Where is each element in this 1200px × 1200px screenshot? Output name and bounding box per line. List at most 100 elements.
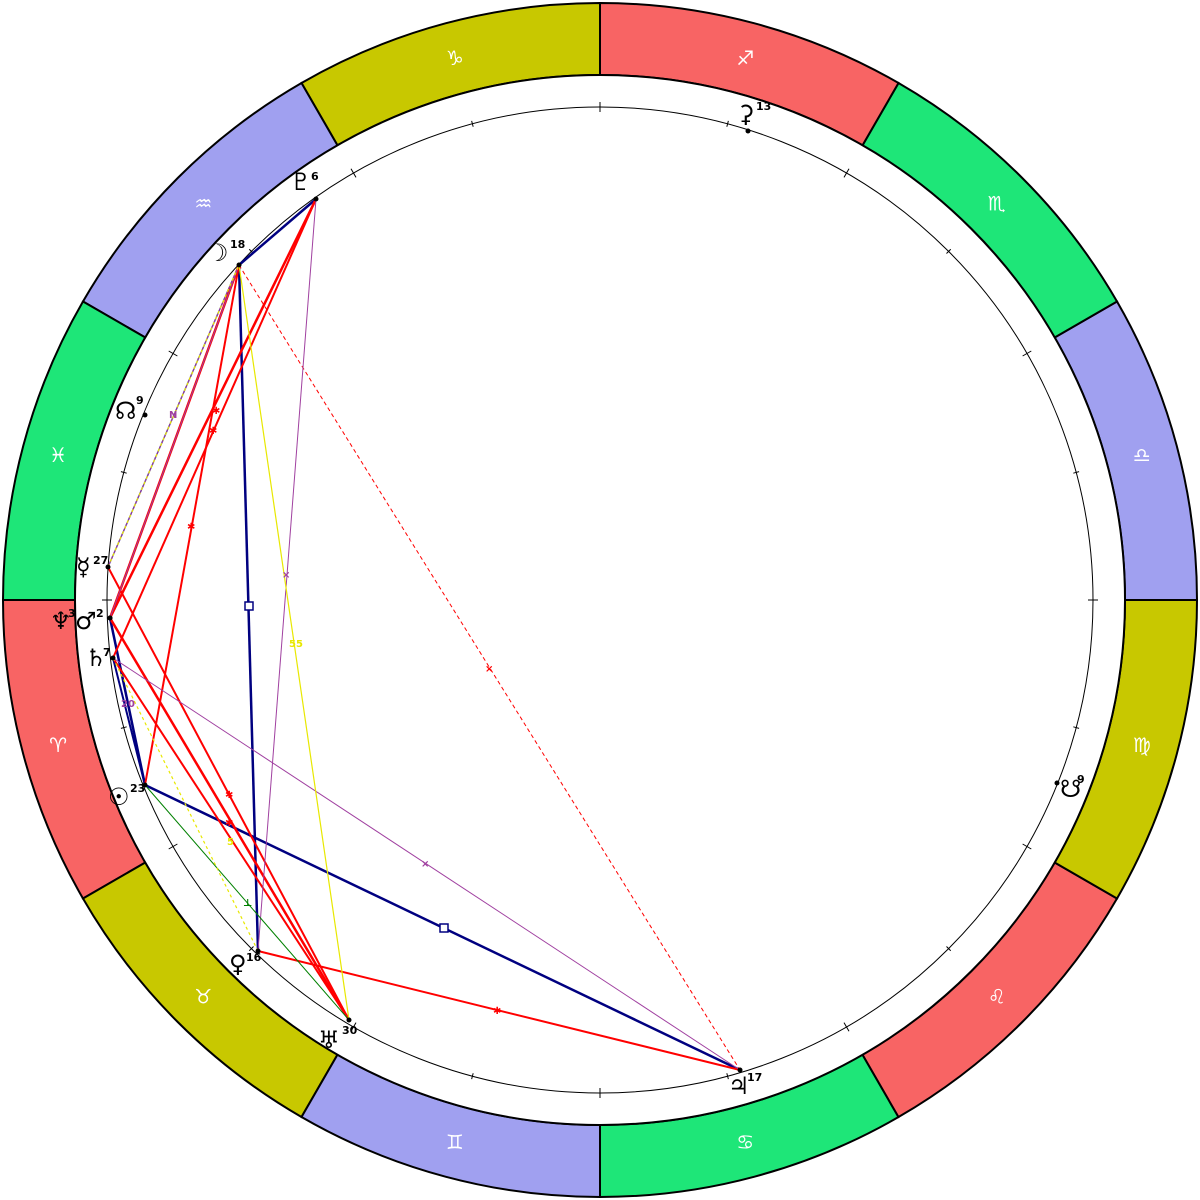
uranus-degree: 30 — [342, 1024, 358, 1037]
square-marker — [439, 923, 449, 933]
ceres-degree: 13 — [756, 100, 771, 113]
degree-ticks — [102, 102, 1098, 1098]
mercury-degree: 27 — [93, 554, 108, 567]
aspect-line-red — [144, 264, 240, 786]
uranus-position-dot — [346, 1017, 352, 1023]
quincunx-marker: ⨯ — [282, 570, 290, 581]
sign-aries-icon: ♈ — [49, 733, 67, 757]
saturn-degree: 7 — [103, 646, 111, 659]
sun-position-dot — [142, 782, 148, 788]
half-sign-tick — [726, 120, 729, 127]
ring-inner-edge — [74, 74, 1126, 1126]
jupiter-position-dot — [737, 1067, 743, 1073]
sign-scorpio-icon: ♏ — [988, 191, 1006, 215]
moon-icon: ☽ — [207, 239, 229, 267]
half-sign-tick — [1073, 471, 1080, 474]
aspect-label-a: 20 — [121, 699, 135, 710]
moon-position-dot — [236, 262, 242, 268]
mars-position-dot — [107, 615, 113, 621]
venus-position-dot — [255, 948, 261, 954]
saturn-icon: ♄ — [85, 644, 107, 672]
aspect-line-purple — [112, 657, 741, 1071]
venus-icon: ♀ — [229, 950, 247, 978]
south-node-degree: 9 — [1077, 773, 1085, 786]
aspect-line-square — [112, 657, 146, 786]
aspect-line-square — [238, 198, 317, 266]
sign-gemini-icon: ♊ — [446, 1130, 464, 1154]
square-marker — [244, 601, 254, 611]
opposition-marker: ✱ — [212, 406, 220, 417]
ceres-icon: ⚳ — [737, 100, 755, 128]
aspect-line-red — [107, 566, 350, 1021]
sign-pisces-icon: ♓ — [49, 443, 67, 467]
sign-libra-icon: ♎ — [1133, 443, 1151, 467]
half-sign-tick — [1073, 726, 1080, 729]
half-sign-tick — [120, 471, 127, 474]
half-sign-tick — [471, 120, 474, 127]
opposition-marker: ✱ — [187, 522, 195, 533]
north-node-position-dot — [142, 412, 148, 418]
aspect-label-c: 5 — [227, 837, 234, 848]
south-node-position-dot — [1054, 780, 1060, 786]
sign-capricorn-icon: ♑ — [446, 46, 464, 70]
neptune-degree: 3 — [68, 607, 76, 620]
north-node-degree: 9 — [136, 394, 144, 407]
aspect-line-red — [112, 657, 350, 1021]
mars-icon: ♂ — [75, 607, 97, 635]
sun-icon: ☉ — [108, 783, 130, 811]
sign-tick — [1022, 350, 1032, 357]
aspect-label-b: 55 — [289, 639, 303, 650]
sun-degree: 23 — [130, 782, 145, 795]
aspect-line-red — [112, 198, 317, 659]
aspect-line-purple — [257, 198, 317, 952]
mercury-icon: ☿ — [76, 553, 91, 581]
aspect-line-yellow — [107, 264, 240, 568]
jupiter-icon: ♃ — [728, 1072, 750, 1100]
aspect-line-yellow — [112, 657, 259, 952]
sign-tick — [168, 843, 178, 850]
jupiter-degree: 17 — [747, 1071, 762, 1084]
sign-virgo-icon: ♍ — [1133, 733, 1151, 757]
uranus-icon: ♅ — [318, 1026, 340, 1054]
sign-tick — [350, 168, 357, 178]
half-sign-tick — [946, 248, 952, 254]
mercury-position-dot — [105, 564, 111, 570]
mars-degree: 2 — [96, 607, 104, 620]
pluto-icon: ♇ — [290, 168, 312, 196]
quincunx-marker: ⨯ — [421, 859, 429, 870]
sign-tick — [168, 350, 178, 357]
ceres-position-dot — [745, 128, 751, 134]
sign-tick — [1022, 843, 1032, 850]
sign-cancer-icon: ♋ — [736, 1130, 754, 1154]
sign-tick — [843, 168, 850, 178]
half-sign-tick — [726, 1073, 729, 1080]
aspect-line-red — [257, 950, 741, 1071]
quincunx-marker: N — [169, 410, 177, 421]
opposition-marker: ✱ — [493, 1006, 501, 1017]
moon-degree: 18 — [230, 238, 245, 251]
sign-aquarius-icon: ♒ — [194, 191, 212, 215]
opposition-marker: ✱ — [209, 426, 217, 437]
pluto-position-dot — [313, 196, 319, 202]
trine-marker: ⊥ — [243, 898, 252, 909]
saturn-position-dot — [110, 655, 116, 661]
aspect-line-green — [144, 784, 350, 1021]
sign-tick — [350, 1022, 357, 1032]
opposition-marker: ✱ — [225, 818, 233, 829]
sign-tick — [843, 1022, 850, 1032]
aspect-markers: ✱ ✱ ✱ ✱ ✱ ✱ ⨯ ⨯ ⨯ N ⊥ 20 55 5 — [121, 406, 501, 1017]
venus-degree: 16 — [246, 951, 262, 964]
aspect-line-purple — [109, 264, 240, 619]
planet-markers: ♇6☽18☊9☿27♆3♂2♄7☉23♀16♅30♃17☋9⚳13 — [50, 100, 1085, 1100]
sign-sagittarius-icon: ♐ — [736, 46, 754, 70]
pluto-degree: 6 — [311, 170, 319, 183]
north-node-icon: ☊ — [115, 397, 136, 425]
half-sign-tick — [248, 946, 254, 952]
aspect-lines — [107, 198, 741, 1072]
aspect-line-yellow — [238, 264, 350, 1021]
opposition-marker: ✱ — [225, 790, 233, 801]
south-node-icon: ☋ — [1060, 775, 1081, 803]
aspect-line-square — [108, 617, 147, 786]
